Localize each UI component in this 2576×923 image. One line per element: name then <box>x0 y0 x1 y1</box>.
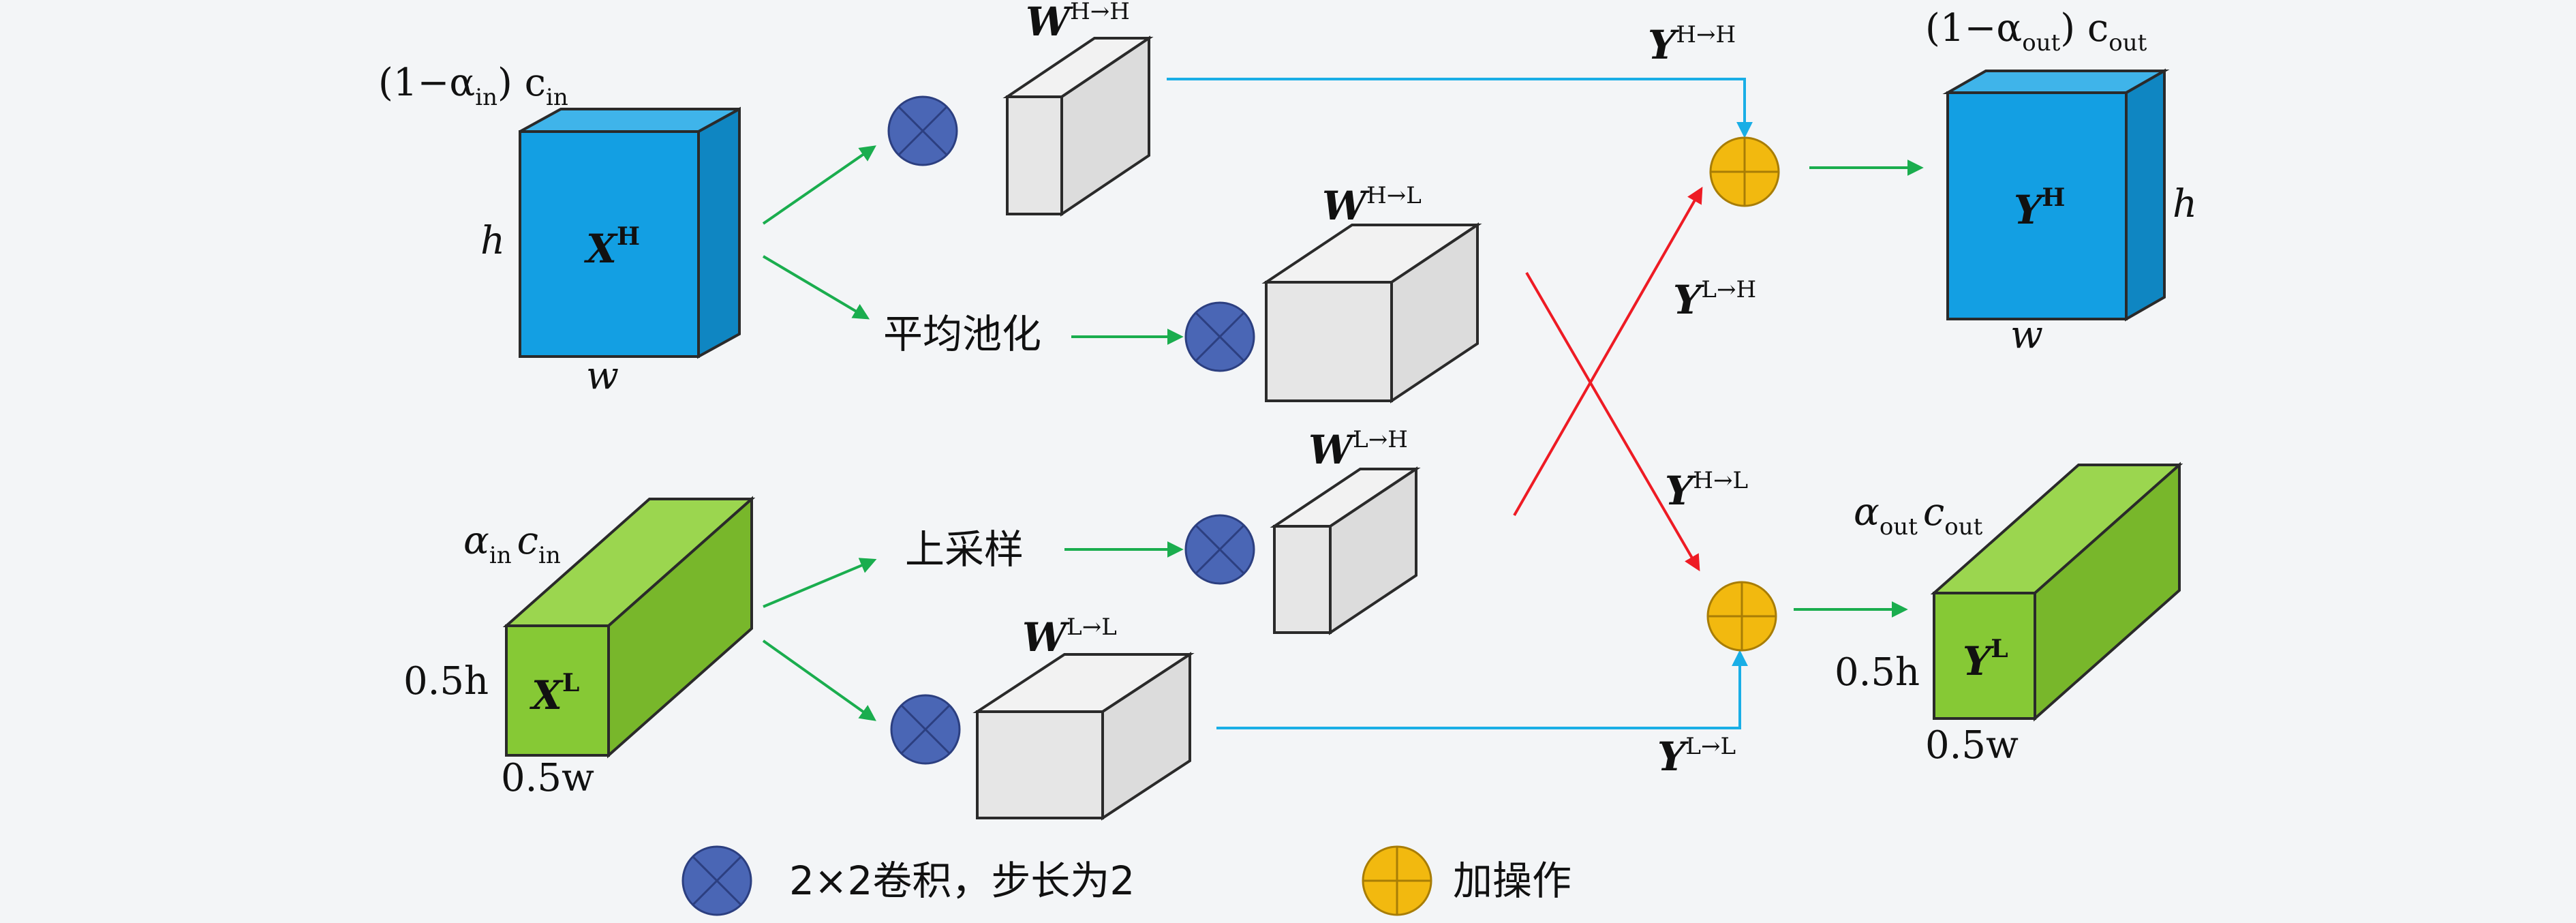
conv-icon-hl <box>1184 301 1255 372</box>
input-low-block <box>502 496 756 759</box>
arrow-hh-to-add <box>1167 78 1753 138</box>
avg-pool-label: 平均池化 <box>883 311 1041 357</box>
output-high-channels: (1−αout) cout <box>1925 6 2147 57</box>
legend-add-icon <box>1362 845 1432 916</box>
output-low-label: YL <box>1963 635 2008 684</box>
y-ll-label: YL→L <box>1657 733 1736 780</box>
output-low-block <box>1930 462 2183 722</box>
arrow-hl-to-add-low <box>1525 271 1700 572</box>
legend-conv-icon <box>681 845 752 916</box>
y-hh-label: YH→H <box>1648 21 1736 68</box>
input-high-channels: (1−αin) cin <box>378 61 568 111</box>
input-low-width: 0.5w <box>501 756 594 800</box>
legend-add-label: 加操作 <box>1453 858 1571 904</box>
legend: 2×2卷积，步长为2 加操作 <box>681 845 1571 916</box>
legend-conv-label: 2×2卷积，步长为2 <box>789 858 1135 904</box>
add-icon-high <box>1709 136 1780 207</box>
weight-hl-block <box>1261 222 1482 404</box>
input-high-label: XH <box>583 222 640 272</box>
input-high-block <box>519 106 741 359</box>
weight-hh-label: WH→H <box>1026 0 1130 45</box>
arrow-ll-to-add <box>1216 650 1748 729</box>
y-lh-label: YL→H <box>1673 276 1756 323</box>
upsample-label: 上采样 <box>905 526 1024 573</box>
conv-icon-lh <box>1184 514 1255 585</box>
conv-icon-ll <box>890 694 961 765</box>
weight-hl-label: WH→L <box>1322 182 1422 229</box>
input-low-label: XL <box>529 669 579 718</box>
weight-ll-label: WL→L <box>1022 614 1117 661</box>
arrow-xl-to-conv-ll <box>762 639 876 721</box>
output-low-width: 0.5w <box>1925 723 2019 768</box>
output-high-block <box>1942 68 2170 322</box>
y-hl-label: YH→L <box>1665 467 1748 514</box>
input-high-height: h <box>480 219 505 263</box>
arrow-xh-to-avgpool <box>762 255 870 320</box>
output-high-label: YH <box>2014 183 2065 233</box>
weight-lh-label: WL→H <box>1308 426 1408 473</box>
arrow-xh-to-conv-hh <box>762 145 876 225</box>
weight-lh-block <box>1270 466 1421 635</box>
input-high-width: w <box>586 354 619 398</box>
input-low-height: 0.5h <box>403 659 489 703</box>
output-high-width: w <box>2010 313 2043 357</box>
weight-hh-block <box>1002 35 1154 217</box>
conv-icon-hh <box>887 95 958 166</box>
add-icon-low <box>1706 581 1777 652</box>
arrow-xl-to-upsample <box>763 558 877 608</box>
weight-ll-block <box>972 652 1195 821</box>
arrow-lh-to-add-high <box>1513 186 1703 516</box>
output-low-height: 0.5h <box>1835 650 1920 695</box>
output-high-height: h <box>2173 182 2197 226</box>
